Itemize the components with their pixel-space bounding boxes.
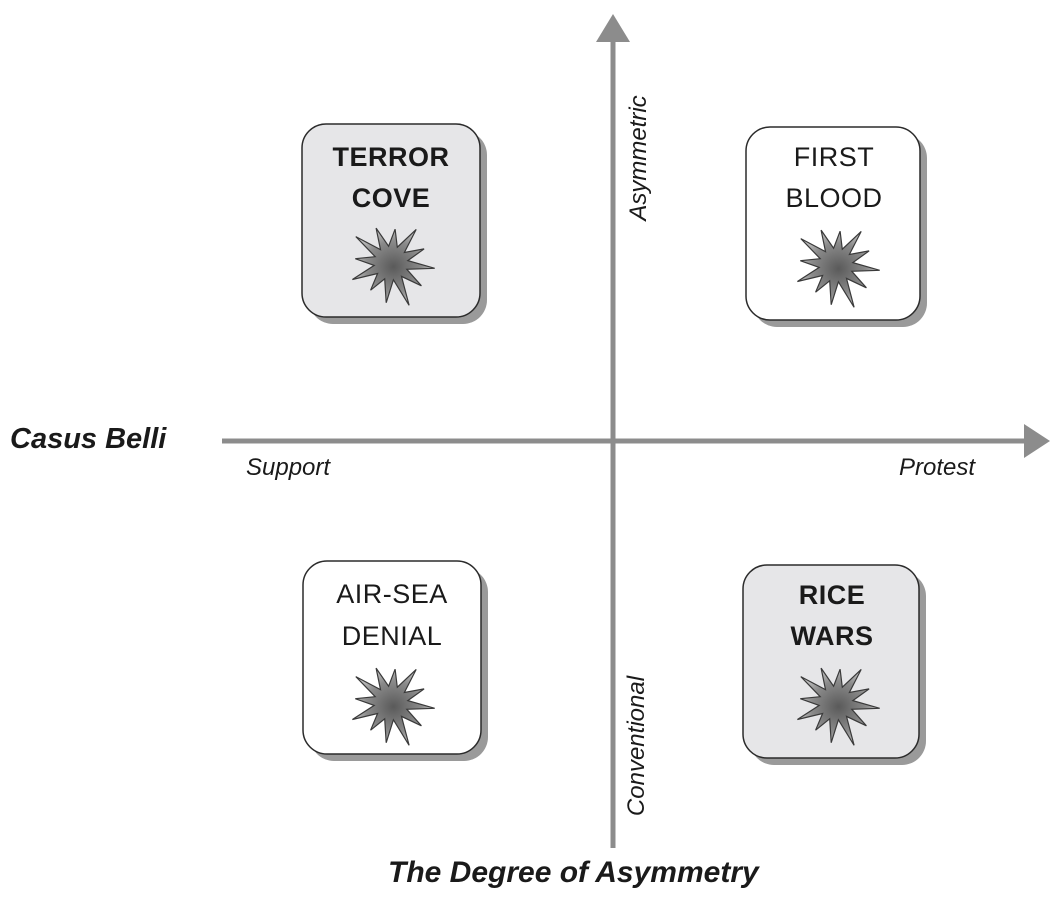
terror-cove-line1: TERROR (333, 142, 450, 172)
explosion-icon (352, 667, 435, 746)
rice-wars-line2: WARS (791, 621, 874, 651)
rice-wars-line1: RICE (799, 580, 866, 610)
x-axis-right-label: Protest (899, 454, 976, 481)
first-blood-line2: BLOOD (785, 183, 882, 213)
rice-wars-box (742, 564, 920, 759)
y-axis-top-label: Asymmetric (625, 95, 652, 221)
x-axis-left-label: Support (246, 454, 331, 481)
y-axis-bottom-label: Conventional (623, 675, 650, 817)
explosion-icon (797, 667, 880, 746)
first-blood-box (745, 126, 921, 321)
first-blood-line1: FIRST (794, 142, 875, 172)
air-sea-denial-line1: AIR-SEA (336, 579, 448, 609)
explosion-icon (352, 227, 435, 306)
x-axis-title: Casus Belli (10, 423, 167, 455)
axes (222, 14, 1050, 848)
air-sea-denial-line2: DENIAL (342, 621, 443, 651)
quadrant-top-left: TERROR COVE (301, 123, 487, 324)
terror-cove-box (301, 123, 481, 318)
quadrant-bottom-left: AIR-SEA DENIAL (302, 560, 488, 761)
y-axis-title: The Degree of Asymmetry (388, 856, 759, 889)
terror-cove-line2: COVE (352, 183, 431, 213)
quadrant-top-right: FIRST BLOOD (745, 126, 927, 327)
air-sea-denial-box (302, 560, 482, 755)
x-axis-arrowhead (1024, 424, 1050, 458)
explosion-icon (797, 229, 880, 308)
quadrant-bottom-right: RICE WARS (742, 564, 926, 765)
y-axis-arrowhead (596, 14, 630, 42)
